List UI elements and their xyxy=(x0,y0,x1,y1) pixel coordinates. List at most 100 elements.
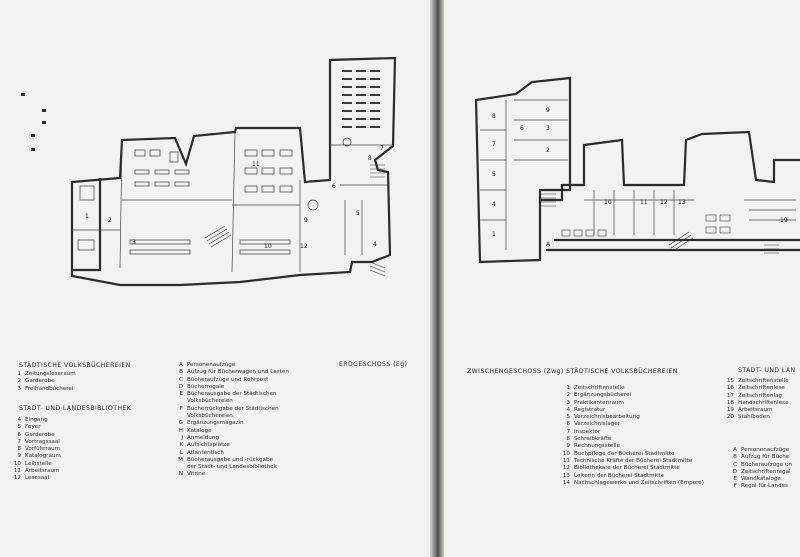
legend-key: 14 xyxy=(562,479,570,486)
legend-key: 20 xyxy=(726,414,734,421)
legend-item: 20 Stahlboden xyxy=(720,414,789,421)
svg-text:5: 5 xyxy=(356,210,360,217)
legend-text: Zeitschriftenlag xyxy=(738,392,782,399)
legend-text: Registratur xyxy=(574,406,606,413)
legend-mark xyxy=(31,134,35,137)
legend-key: 8 xyxy=(566,436,570,443)
legend-text: Katalograum xyxy=(25,453,61,460)
legend-text: Zeitungsleseraum xyxy=(25,371,76,377)
legend-key: 9 xyxy=(17,453,21,460)
legend-text: Leihstelle xyxy=(25,460,52,467)
legend-key: 5 xyxy=(17,424,21,431)
legend-key: 2 xyxy=(17,378,21,385)
legend-text: Vortragssaal xyxy=(25,438,60,445)
legend-key: D xyxy=(732,468,737,475)
legend-key: 9 xyxy=(566,443,570,450)
legend-key: 5 xyxy=(566,414,570,421)
floor-label-erdgeschoss: ERDGESCHOSS (Eg) xyxy=(339,361,408,368)
floor-label-zwischengeschoss: ZWISCHENGESCHOSS (Zwg) STÄDTISCHE VOLKSB… xyxy=(467,368,678,375)
legend-key: F xyxy=(179,405,183,412)
legend-key: N xyxy=(178,471,183,478)
legend-item: 6 Verzeichnislager xyxy=(556,421,704,428)
legend-item: 9 Rechnungsstelle xyxy=(556,443,704,450)
legend-key: 17 xyxy=(726,392,734,399)
legend-text: Technische Kräfte der Bücherei Stadtmitt… xyxy=(574,457,693,464)
legend-key: 6 xyxy=(566,421,570,428)
legend-key: C xyxy=(179,376,183,383)
svg-text:2: 2 xyxy=(546,147,550,154)
svg-text:10: 10 xyxy=(264,243,272,250)
section-title-landesbibliothek: STADT- UND LANDESBIBLIOTHEK xyxy=(19,405,132,412)
svg-text:8: 8 xyxy=(492,113,496,120)
legend-key: E xyxy=(179,391,183,398)
legend-key: B xyxy=(179,369,183,376)
svg-text:12: 12 xyxy=(300,243,308,250)
legend-text: Stahlboden xyxy=(738,414,770,421)
legend-text: Vorführraum xyxy=(25,446,61,453)
legend-text: Rechnungsstelle xyxy=(574,443,620,450)
legend-text: Regal für Landes xyxy=(741,483,788,490)
legend-text: Zeitschriftenlese xyxy=(738,385,785,392)
legend-mark xyxy=(31,148,35,151)
legend-text: Bibliothekare der Bücherei Stadtmitte xyxy=(574,465,680,472)
legend-text: Verzeichnisbearbeitung xyxy=(574,414,640,421)
legend-text: Wandkataloge xyxy=(741,476,781,483)
legend-text: Arbeitsraum xyxy=(25,468,60,475)
legend-key: 1 xyxy=(566,385,570,391)
legend-item: 8 Schreibkräfte xyxy=(556,436,704,443)
legend-key: 18 xyxy=(726,399,734,406)
legend-key: 3 xyxy=(566,399,570,406)
svg-text:4: 4 xyxy=(492,201,496,208)
legend-key: 15 xyxy=(726,378,734,384)
legend-text: der Stadt- und Landesbibliothek xyxy=(187,464,277,471)
legend-key: 1 xyxy=(17,371,21,377)
legend-key: 2 xyxy=(566,392,570,399)
legend-key: 10 xyxy=(13,460,21,467)
svg-text:1: 1 xyxy=(85,213,89,220)
section-title-volksbuechereien: STÄDTISCHE VOLKSBÜCHEREIEN xyxy=(19,362,131,369)
legend-text: Anmeldung xyxy=(187,434,220,441)
legend-text: Arbeitsraum xyxy=(738,407,773,414)
legend-item: E Wandkataloge xyxy=(725,476,792,483)
legend-key: A xyxy=(179,362,183,368)
svg-text:3: 3 xyxy=(132,239,136,246)
legend-text: Zeitschriftenstelle xyxy=(574,385,625,391)
legend-key: E xyxy=(733,476,737,483)
legend-mark xyxy=(42,109,46,112)
legend-text: Handschriftenlese xyxy=(738,399,789,406)
legend-key: 11 xyxy=(13,468,21,475)
legend-text: Ergänzungsmagazin xyxy=(187,420,244,427)
legend-mark xyxy=(21,93,25,96)
legend-key: 4 xyxy=(566,406,570,413)
legend-key: J xyxy=(181,434,183,441)
legend-key: 7 xyxy=(566,428,570,435)
legend-key: D xyxy=(178,383,183,390)
legend-text: Volksbüchereien xyxy=(187,398,233,405)
legend-text: Verzeichnislager xyxy=(574,421,620,428)
legend-text: Schreibkräfte xyxy=(574,436,612,443)
legend-key: H xyxy=(178,427,183,434)
legend-mark xyxy=(42,121,46,124)
legend-key: 3 xyxy=(17,385,21,392)
